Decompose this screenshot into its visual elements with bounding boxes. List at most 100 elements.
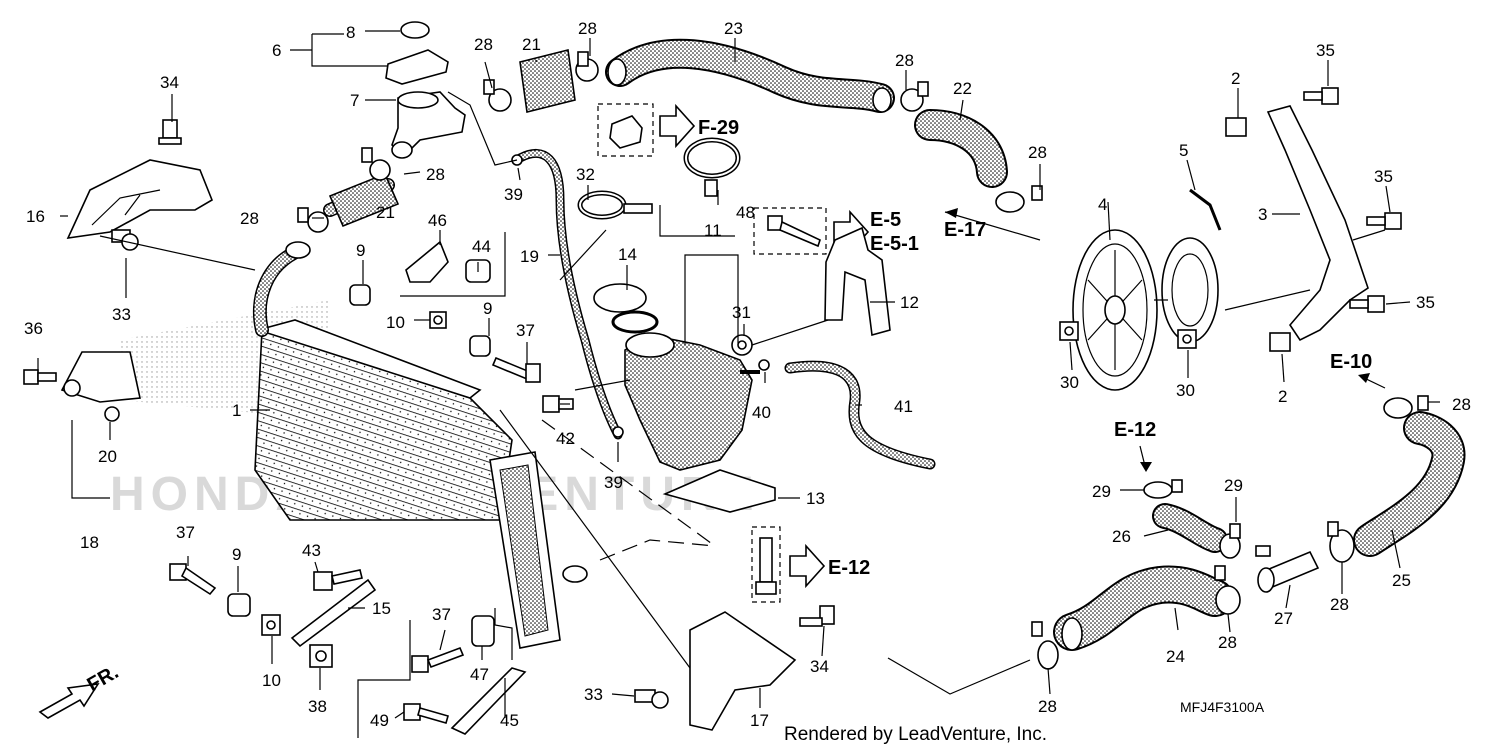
callout-24: 24	[1166, 647, 1185, 666]
callout-2: 2	[1278, 387, 1287, 406]
collar-10-a	[429, 311, 447, 329]
bolt-35-a	[1303, 87, 1339, 105]
bolt-37-a	[491, 356, 541, 383]
callout-49: 49	[370, 711, 389, 730]
callout-32: 32	[576, 165, 595, 184]
callout-12: 12	[900, 293, 919, 312]
callout-28: 28	[474, 35, 493, 54]
callout-43: 43	[302, 541, 321, 560]
nut-30-a	[1059, 321, 1079, 341]
callout-20: 20	[98, 447, 117, 466]
bolt-34-lower	[799, 605, 835, 627]
callout-35: 35	[1416, 293, 1435, 312]
ref-arrow-e12-lower	[789, 543, 826, 589]
bolt-34-top	[158, 119, 182, 145]
callout-28: 28	[1452, 395, 1471, 414]
credit-text: Rendered by LeadVenture, Inc.	[784, 724, 1047, 745]
callout-14: 14	[618, 245, 637, 264]
callout-29: 29	[1092, 482, 1111, 501]
callout-21: 21	[376, 203, 395, 222]
callout-39: 39	[604, 473, 623, 492]
clamp-29-a	[1143, 479, 1183, 499]
callout-15: 15	[372, 599, 391, 618]
ref-e5-1: E-5-1	[870, 233, 919, 255]
fan-4	[1072, 229, 1158, 391]
callout-5: 5	[1179, 141, 1188, 160]
grommet-47	[471, 615, 495, 647]
diagram-code: MFJ4F3100A	[1180, 699, 1265, 715]
clamp-28-f	[995, 185, 1043, 213]
callout-25: 25	[1392, 571, 1411, 590]
clip-2-b	[1269, 332, 1291, 352]
bracket-17	[689, 611, 797, 731]
callout-30: 30	[1060, 373, 1079, 392]
callout-42: 42	[556, 429, 575, 448]
reservoir-cap-14	[593, 283, 647, 313]
radiator	[120, 300, 588, 649]
bracket-46	[405, 240, 449, 283]
callout-28: 28	[1028, 143, 1047, 162]
bolt-35-c	[1349, 295, 1385, 313]
bolt-e12	[755, 537, 777, 595]
callout-28: 28	[578, 19, 597, 38]
left-bracket	[60, 351, 141, 403]
fan-motor-5	[1161, 188, 1222, 343]
callout-28: 28	[426, 165, 445, 184]
clamp-28-g	[1383, 395, 1429, 419]
ref-e12-right: E-12	[1114, 419, 1156, 441]
clamp-28-c	[361, 147, 391, 181]
callout-labels: 1 2 2 3 4 5 6 7 8 9 9 9 10 10 11 12 13 1…	[24, 19, 1471, 730]
callout-37: 37	[432, 605, 451, 624]
ref-e17: E-17	[944, 219, 986, 241]
cap-seal-8	[400, 21, 430, 39]
callout-23: 23	[724, 19, 743, 38]
nut-20	[104, 406, 120, 422]
callout-34: 34	[810, 657, 829, 676]
callout-7: 7	[350, 91, 359, 110]
clamp-28-h	[1327, 521, 1355, 563]
clamp-28-a	[483, 79, 512, 112]
band-32	[577, 190, 653, 220]
callout-10: 10	[386, 313, 405, 332]
callout-34: 34	[160, 73, 179, 92]
callout-46: 46	[428, 211, 447, 230]
clamp-28-i	[1214, 565, 1241, 615]
reference-labels: F-29 E-5 E-5-1 E-17 E-10 E-12 E-12	[698, 117, 1372, 579]
stay-45	[450, 667, 527, 735]
callout-28: 28	[895, 51, 914, 70]
bolt-43	[313, 569, 363, 591]
callout-28: 28	[1038, 697, 1057, 716]
bolt-49	[403, 703, 449, 724]
callout-19: 19	[520, 247, 539, 266]
callout-37: 37	[516, 321, 535, 340]
callout-29: 29	[1224, 476, 1243, 495]
callout-28: 28	[240, 209, 259, 228]
callout-41: 41	[894, 397, 913, 416]
hose-21-upper	[519, 49, 576, 113]
callout-45: 45	[500, 711, 519, 730]
callout-16: 16	[26, 207, 45, 226]
callout-22: 22	[953, 79, 972, 98]
clamp-29-b	[1219, 523, 1241, 559]
bracket-13	[662, 469, 776, 513]
clamp-28-e	[900, 81, 929, 112]
bolt-e5	[767, 215, 821, 248]
ref-arrow-f29	[659, 103, 696, 149]
callout-18: 18	[80, 533, 99, 552]
callout-3: 3	[1258, 205, 1267, 224]
callout-39: 39	[504, 185, 523, 204]
clip-33-lower	[634, 689, 669, 709]
callout-8: 8	[346, 23, 355, 42]
callout-27: 27	[1274, 609, 1293, 628]
callout-11: 11	[704, 221, 722, 240]
callout-28: 28	[1218, 633, 1237, 652]
callout-2: 2	[1231, 69, 1240, 88]
callout-21: 21	[522, 35, 541, 54]
fan-shroud-3	[1266, 105, 1369, 342]
callout-44: 44	[472, 237, 491, 256]
clamp-28-d	[297, 207, 329, 233]
nut-38	[309, 644, 333, 668]
hose-21-lower	[328, 172, 400, 228]
ref-f29: F-29	[698, 117, 739, 139]
